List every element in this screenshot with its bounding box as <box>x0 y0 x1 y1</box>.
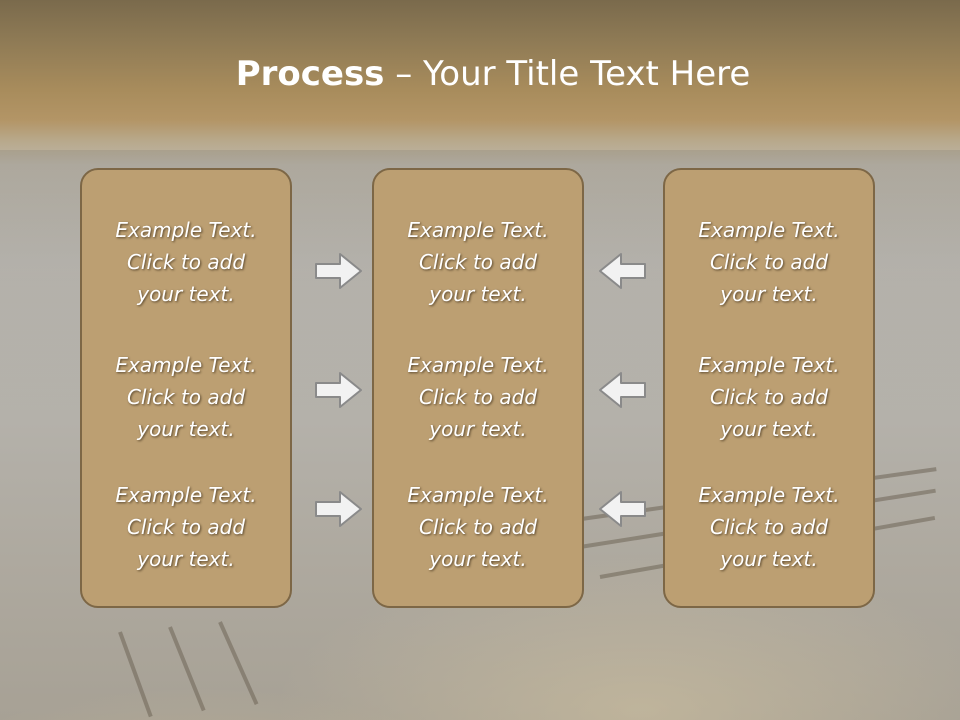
arrow-right-icon <box>315 253 362 289</box>
text-line: Click to add <box>418 515 538 539</box>
text-line: your text. <box>429 547 527 571</box>
text-line: Example Text. <box>115 483 257 507</box>
text-line: your text. <box>137 282 235 306</box>
text-line: your text. <box>137 547 235 571</box>
text-block[interactable]: Example Text. Click to add your text. <box>82 479 290 575</box>
text-block[interactable]: Example Text. Click to add your text. <box>665 349 873 445</box>
process-card-left[interactable]: Example Text. Click to add your text. Ex… <box>80 168 292 608</box>
text-line: Click to add <box>126 250 246 274</box>
process-card-center[interactable]: Example Text. Click to add your text. Ex… <box>372 168 584 608</box>
text-block[interactable]: Example Text. Click to add your text. <box>82 214 290 310</box>
text-line: Click to add <box>709 515 829 539</box>
text-block[interactable]: Example Text. Click to add your text. <box>374 349 582 445</box>
text-block[interactable]: Example Text. Click to add your text. <box>82 349 290 445</box>
text-line: Example Text. <box>698 353 840 377</box>
text-line: your text. <box>137 417 235 441</box>
text-line: Example Text. <box>407 218 549 242</box>
text-line: Click to add <box>126 385 246 409</box>
text-line: Example Text. <box>407 483 549 507</box>
text-block[interactable]: Example Text. Click to add your text. <box>665 479 873 575</box>
text-line: your text. <box>429 282 527 306</box>
arrow-left-icon <box>599 372 646 408</box>
text-block[interactable]: Example Text. Click to add your text. <box>374 214 582 310</box>
text-line: your text. <box>720 282 818 306</box>
arrow-right-icon <box>315 372 362 408</box>
text-line: your text. <box>429 417 527 441</box>
text-line: Click to add <box>418 250 538 274</box>
text-line: Click to add <box>126 515 246 539</box>
text-line: Example Text. <box>407 353 549 377</box>
text-line: Example Text. <box>698 218 840 242</box>
text-line: Example Text. <box>698 483 840 507</box>
text-line: Click to add <box>709 385 829 409</box>
text-line: Click to add <box>709 250 829 274</box>
arrow-left-icon <box>599 491 646 527</box>
title-bold: Process <box>235 54 385 94</box>
text-line: Click to add <box>418 385 538 409</box>
slide-title[interactable]: Process – Your Title Text Here <box>0 54 960 94</box>
process-card-right[interactable]: Example Text. Click to add your text. Ex… <box>663 168 875 608</box>
text-block[interactable]: Example Text. Click to add your text. <box>374 479 582 575</box>
text-line: your text. <box>720 547 818 571</box>
arrow-right-icon <box>315 491 362 527</box>
text-line: Example Text. <box>115 353 257 377</box>
text-line: your text. <box>720 417 818 441</box>
arrow-left-icon <box>599 253 646 289</box>
text-line: Example Text. <box>115 218 257 242</box>
title-rest: – Your Title Text Here <box>384 54 751 94</box>
text-block[interactable]: Example Text. Click to add your text. <box>665 214 873 310</box>
